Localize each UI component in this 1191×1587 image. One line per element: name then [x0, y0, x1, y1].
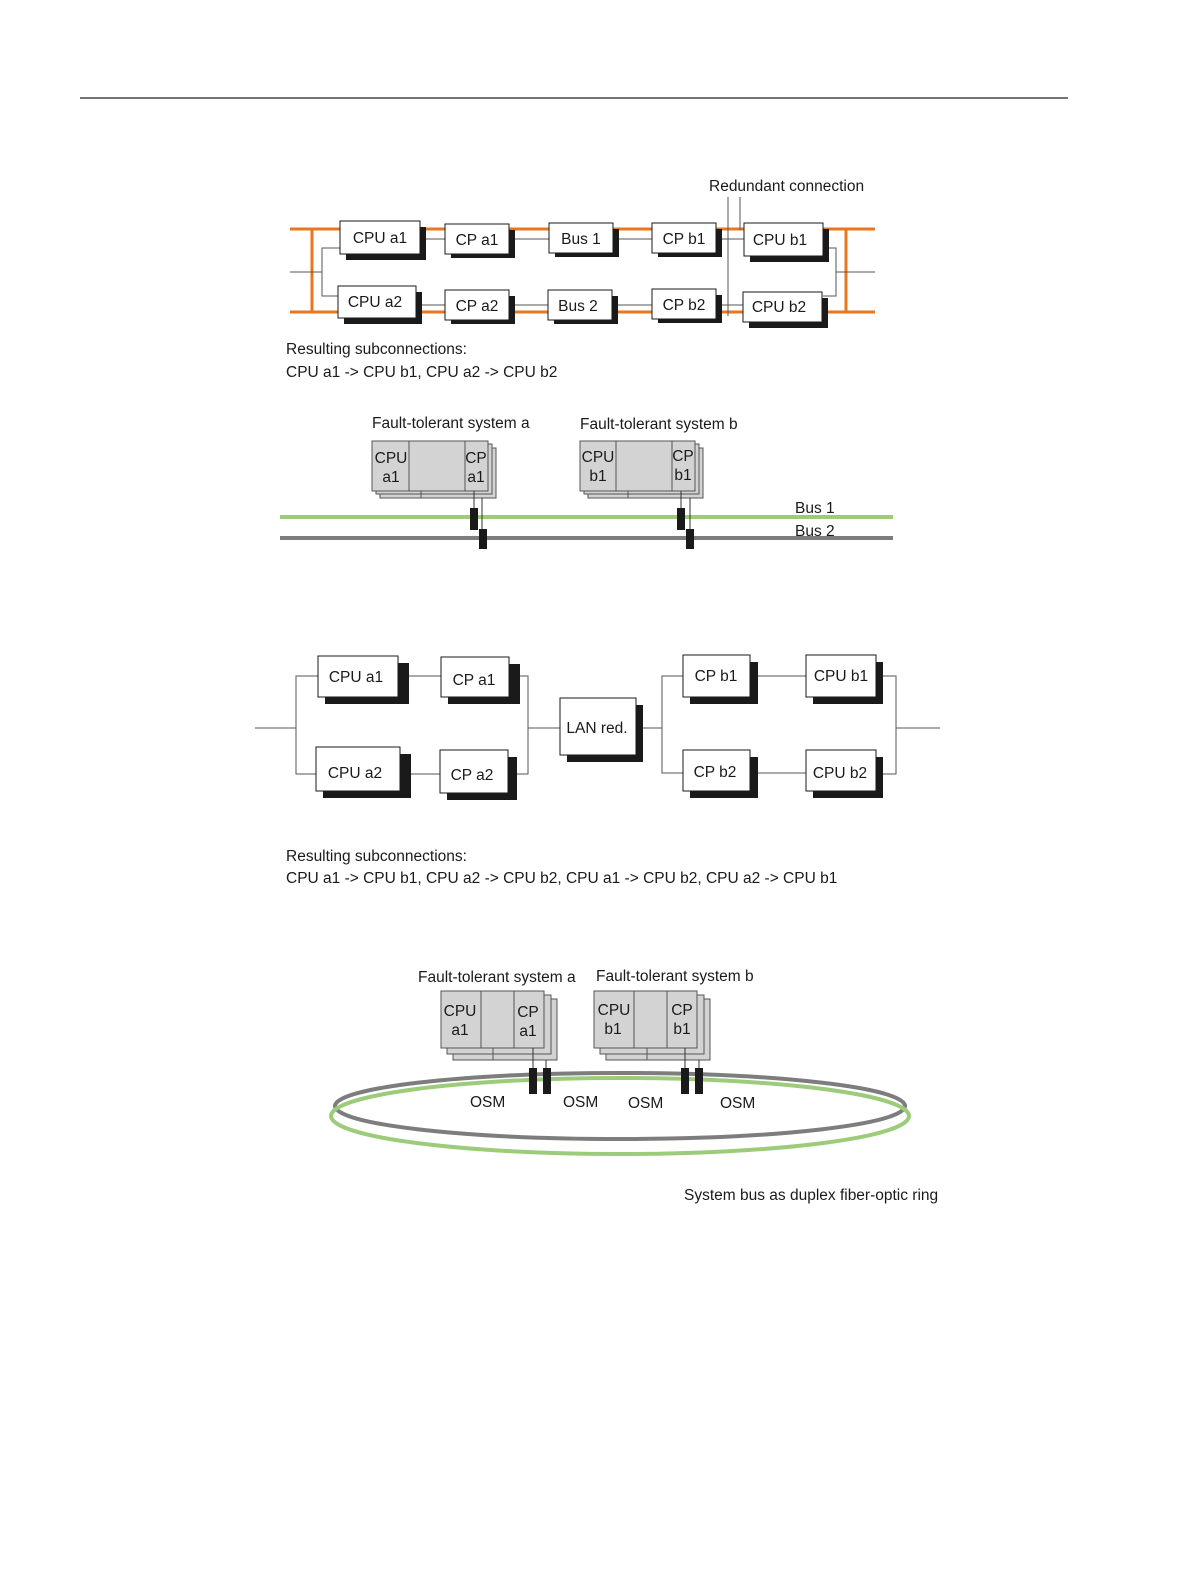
- d1-box-bus2: Bus 2: [547, 289, 618, 324]
- d2-rack-a: CPU a1 CP a1: [371, 440, 497, 549]
- d4-system-b-label: Fault-tolerant system b: [596, 968, 754, 985]
- d3-label-cpu-b1: CPU b1: [814, 668, 868, 685]
- d4-b-cpu-line2: b1: [604, 1021, 621, 1038]
- d4-system-a-label: Fault-tolerant system a: [418, 969, 576, 986]
- d4-rack-a: CPU a1 CP a1: [440, 990, 558, 1094]
- d4-a-cpu-line2: a1: [451, 1022, 468, 1039]
- d4-osm-label-3: OSM: [628, 1095, 663, 1112]
- d3-box-cpu-a1: CPU a1: [317, 655, 409, 704]
- d1-result-text: CPU a1 -> CPU b1, CPU a2 -> CPU b2: [286, 364, 557, 381]
- d4-rack-b: CPU b1 CP b1: [593, 990, 711, 1094]
- d1-result-title: Resulting subconnections:: [286, 341, 467, 358]
- d2-b-cpu-line2: b1: [589, 468, 606, 485]
- d1-box-cpu-b1: CPU b1: [743, 222, 829, 262]
- d2-a-cpu-line2: a1: [382, 469, 399, 486]
- d2-a-connector-bus1: [470, 508, 478, 530]
- d2-b-connector-bus2: [686, 529, 694, 549]
- d1-box-bus1: Bus 1: [548, 222, 619, 257]
- d3-box-cpu-b1: CPU b1: [805, 654, 883, 704]
- d3-box-cp-a1: CP a1: [440, 656, 520, 704]
- d2-bus1-label: Bus 1: [795, 500, 835, 517]
- d4-b-cp-line1: CP: [671, 1002, 693, 1019]
- d1-redundant-label: Redundant connection: [709, 178, 864, 195]
- d3-label-lan-red: LAN red.: [566, 720, 627, 737]
- d1-label-cp-a1: CP a1: [456, 232, 499, 249]
- d3-wire-mid-right: [661, 675, 683, 774]
- d3-label-cp-a2: CP a2: [451, 767, 494, 784]
- d1-label-cpu-b1: CPU b1: [753, 232, 807, 249]
- d3-box-cp-a2: CP a2: [439, 749, 517, 800]
- d1-box-cp-a1: CP a1: [444, 223, 515, 258]
- d4-a-connector-1: [529, 1068, 537, 1094]
- d1-label-cpu-a2: CPU a2: [348, 294, 402, 311]
- d3-label-cp-b1: CP b1: [695, 668, 738, 685]
- d2-b-cpu-line1: CPU: [582, 449, 615, 466]
- d3-box-cpu-b2: CPU b2: [805, 749, 883, 798]
- d1-box-cpu-b2: CPU b2: [742, 291, 828, 328]
- d1-box-cp-b1: CP b1: [651, 222, 722, 257]
- d4-ring-gray: [333, 1071, 907, 1141]
- diagram-3-lan-redundancy: CPU a1 CP a1 CPU a2 CP a2 LAN red. CP b1…: [255, 654, 940, 887]
- d3-label-cp-a1: CP a1: [453, 672, 496, 689]
- d2-bus2-label: Bus 2: [795, 523, 835, 540]
- d1-label-cp-b2: CP b2: [663, 297, 706, 314]
- d4-a-connector-2: [543, 1068, 551, 1094]
- d3-box-lan-red: LAN red.: [559, 697, 643, 762]
- d2-system-b-label: Fault-tolerant system b: [580, 416, 738, 433]
- d1-label-bus2: Bus 2: [558, 298, 598, 315]
- d2-rack-b: CPU b1 CP b1: [579, 440, 704, 549]
- d1-label-bus1: Bus 1: [561, 231, 601, 248]
- d1-label-cp-b1: CP b1: [663, 231, 706, 248]
- d3-result-text: CPU a1 -> CPU b1, CPU a2 -> CPU b2, CPU …: [286, 870, 837, 887]
- wire-left-bracket: [321, 247, 340, 297]
- d4-osm-label-2: OSM: [563, 1094, 598, 1111]
- d3-wire-right-bracket: [876, 675, 897, 775]
- d4-osm-label-1: OSM: [470, 1094, 505, 1111]
- d3-result-title: Resulting subconnections:: [286, 848, 467, 865]
- d3-box-cp-b2: CP b2: [682, 749, 758, 798]
- d4-b-connector-1: [681, 1068, 689, 1094]
- orange-right-bracket: [844, 227, 875, 314]
- d4-caption: System bus as duplex fiber-optic ring: [684, 1187, 938, 1204]
- d2-a-cpu-line1: CPU: [375, 450, 408, 467]
- d2-a-cp-line2: a1: [467, 469, 484, 486]
- d3-label-cpu-a2: CPU a2: [328, 765, 382, 782]
- d2-b-cp-line1: CP: [672, 448, 694, 465]
- d3-wire-left-bracket: [295, 675, 318, 775]
- d4-b-cpu-line1: CPU: [598, 1002, 631, 1019]
- d4-osm-label-4: OSM: [720, 1095, 755, 1112]
- d2-system-a-label: Fault-tolerant system a: [372, 415, 530, 432]
- d3-label-cpu-b2: CPU b2: [813, 765, 867, 782]
- d3-box-cpu-a2: CPU a2: [315, 746, 411, 798]
- d4-ring-green: [329, 1076, 911, 1156]
- d1-label-cp-a2: CP a2: [456, 298, 499, 315]
- d1-label-cpu-b2: CPU b2: [752, 299, 806, 316]
- diagram-1-redundant-connection: CPU a1 CP a1 Bus 1 CP b1 CPU b1 CPU a2 C…: [286, 178, 875, 381]
- d4-a-cp-line1: CP: [517, 1004, 539, 1021]
- d1-box-cp-a2: CP a2: [444, 289, 515, 324]
- d2-b-connector-bus1: [677, 508, 685, 530]
- d3-label-cp-b2: CP b2: [694, 764, 737, 781]
- diagram-4-fiber-optic-ring: CPU a1 CP a1 CPU b1 CP b1 Fault-tol: [329, 968, 938, 1204]
- d2-a-connector-bus2: [479, 529, 487, 549]
- d4-a-cp-line2: a1: [519, 1023, 536, 1040]
- d3-box-cp-b1: CP b1: [682, 654, 758, 704]
- d1-box-cpu-a1: CPU a1: [339, 220, 426, 260]
- d4-b-cp-line2: b1: [673, 1021, 690, 1038]
- d2-b-cp-line2: b1: [674, 467, 691, 484]
- d4-b-connector-2: [695, 1068, 703, 1094]
- d1-label-cpu-a1: CPU a1: [353, 230, 407, 247]
- d3-label-cpu-a1: CPU a1: [329, 669, 383, 686]
- diagram-2-bus-system: CPU a1 CP a1 CPU b1 CP b1 Fault-tole: [280, 415, 893, 549]
- d1-box-cp-b2: CP b2: [651, 288, 722, 323]
- d1-box-cpu-a2: CPU a2: [337, 285, 422, 324]
- d2-a-cp-line1: CP: [465, 450, 487, 467]
- d4-a-cpu-line1: CPU: [444, 1003, 477, 1020]
- orange-left-bracket: [290, 227, 314, 314]
